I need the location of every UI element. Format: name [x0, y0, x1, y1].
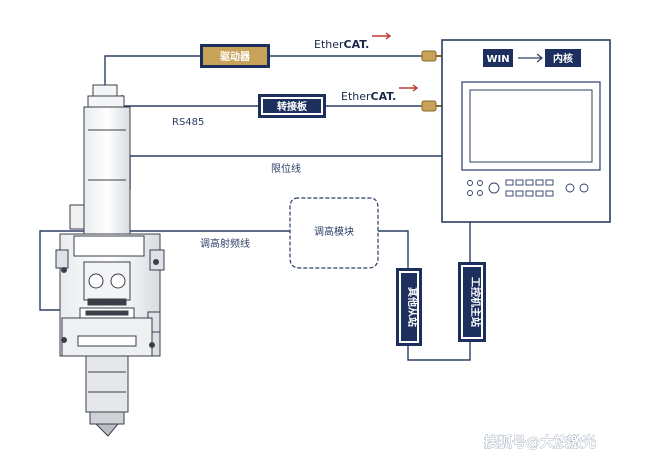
svg-text:EtherCAT.: EtherCAT. [341, 90, 396, 103]
other-slave-label: 其他从站 [406, 287, 419, 327]
kernel-badge [545, 49, 581, 67]
wire-rf [39, 230, 291, 311]
win-label: WIN [486, 54, 509, 65]
laser-head-illustration [55, 84, 165, 437]
ipc-master-label: 工控机主站 [469, 277, 482, 327]
controller-keypad [467, 179, 589, 197]
adapter-box-label: 转接板 [277, 100, 308, 113]
limit-line-label: 限位线 [271, 162, 301, 175]
wire-driver [104, 55, 200, 90]
rs485-label: RS485 [172, 117, 204, 128]
ethercat-label-top: EtherCAT. [314, 32, 392, 51]
win-badge [483, 49, 513, 67]
arrow-right-icon [518, 53, 543, 63]
ethercat-prefix: Ether [341, 90, 371, 103]
connector-icon [421, 50, 442, 62]
wire-module-slave [378, 230, 409, 270]
wire-slave-master [407, 340, 471, 361]
ethercat-prefix: Ether [314, 38, 344, 51]
emergency-stop-icon [579, 183, 589, 193]
kernel-label: 内核 [553, 52, 573, 65]
ethercat-arrow-icon [399, 84, 419, 92]
adapter-box: 转接板 [258, 94, 326, 118]
ipc-master-box: 工控机主站 [458, 262, 486, 342]
svg-text:EtherCAT.: EtherCAT. [314, 38, 369, 51]
knob-icon [488, 182, 500, 194]
wire-rs485 [121, 95, 258, 107]
height-module-box: 调高模块 [289, 197, 379, 269]
power-button-icon [565, 183, 575, 193]
industrial-controller: WIN 内核 [441, 39, 611, 223]
ethercat-suffix: CAT. [344, 38, 370, 51]
connector-icon [421, 100, 442, 112]
ethercat-suffix: CAT. [371, 90, 397, 103]
driver-box-label: 驱动器 [220, 50, 251, 63]
other-slave-box: 其他从站 [396, 268, 422, 346]
rf-line-label: 调高射频线 [200, 237, 250, 250]
watermark: 搜狐号@大族激光 [484, 434, 596, 451]
ethercat-arrow-icon [372, 32, 392, 40]
height-module-label: 调高模块 [314, 225, 354, 238]
driver-box: 驱动器 [200, 44, 270, 68]
ethercat-label-bottom: EtherCAT. [341, 84, 419, 103]
